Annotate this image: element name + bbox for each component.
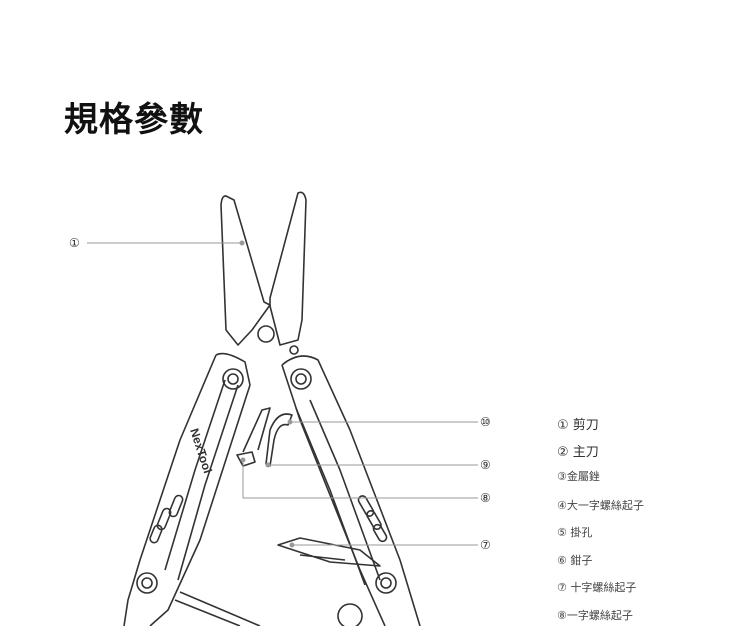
handle-left xyxy=(123,352,251,626)
pivot xyxy=(257,325,275,343)
callout-9: ⑨ xyxy=(480,458,491,472)
legend-item: ③金屬銼 xyxy=(557,470,600,483)
phillips-driver xyxy=(277,537,381,567)
screw-icon xyxy=(136,572,158,594)
screw-icon xyxy=(222,368,244,390)
legend-item: ⑥ 鉗子 xyxy=(557,554,593,567)
handle-right xyxy=(281,355,421,626)
scissor-blade-right xyxy=(269,191,307,346)
legend-item: ⑦ 十字螺絲起子 xyxy=(557,581,637,594)
screw-icon xyxy=(375,572,397,594)
page-title: 規格參數 xyxy=(64,100,204,140)
callout-1: ① xyxy=(69,236,80,250)
brand-mark: NexTool xyxy=(187,427,215,476)
legend-item: ⑤ 掛孔 xyxy=(557,526,593,539)
file-tool xyxy=(236,407,271,467)
callout-10: ⑩ xyxy=(480,415,491,429)
legend-item: ② 主刀 xyxy=(557,445,599,460)
hook-tool xyxy=(265,413,293,467)
legend-item: ⑧一字螺絲起子 xyxy=(557,609,633,622)
callout-8: ⑧ xyxy=(480,491,491,505)
legend-item: ① 剪刀 xyxy=(557,418,599,433)
legend-item: ④大一字螺絲起子 xyxy=(557,499,644,512)
callout-7: ⑦ xyxy=(480,538,491,552)
screw-icon xyxy=(290,368,312,390)
scissor-blade-left xyxy=(220,195,271,346)
